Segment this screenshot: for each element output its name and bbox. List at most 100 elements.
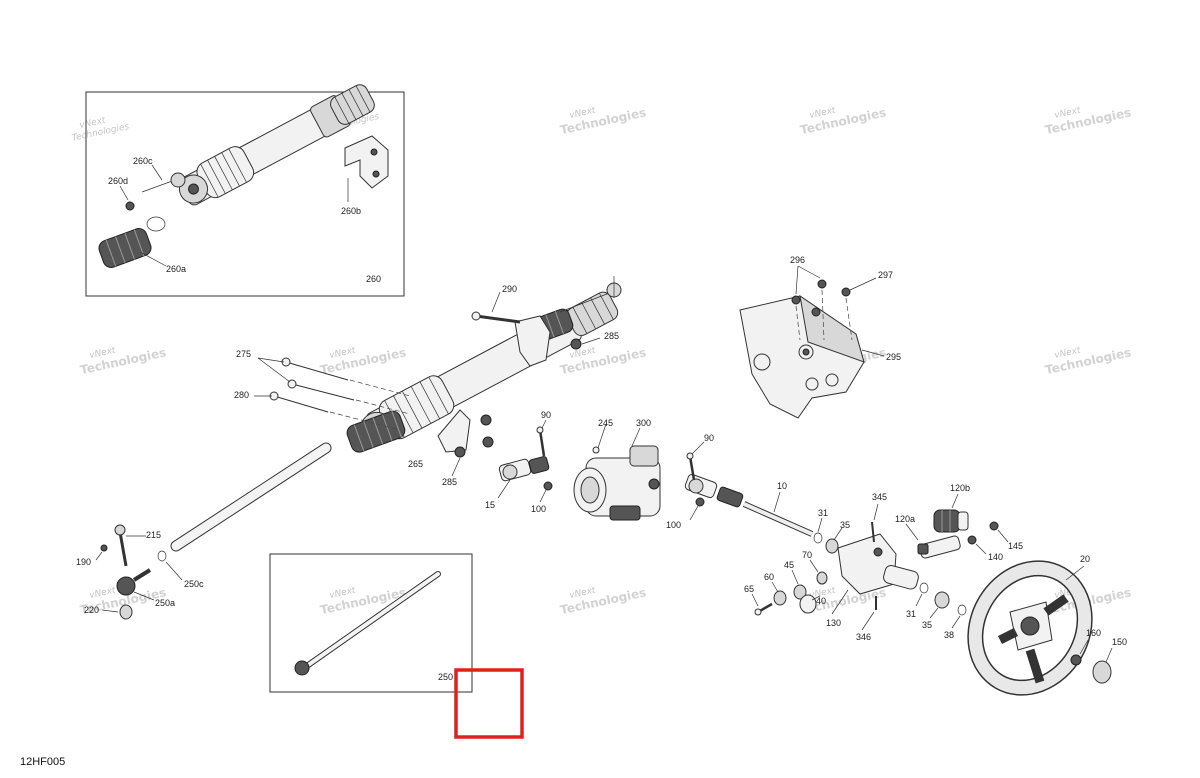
label-215: 215 [146, 530, 161, 540]
label-35b: 35 [922, 620, 932, 630]
label-265: 265 [408, 459, 423, 469]
watermark: vNext Technologies [319, 585, 408, 617]
label-346: 346 [856, 632, 871, 642]
label-15: 15 [485, 500, 495, 510]
watermark: vNext Technologies [71, 116, 130, 144]
rack-bracket-upper [514, 315, 551, 367]
part-60 [773, 590, 787, 606]
label-250c: 250c [184, 579, 204, 589]
tie-rod [559, 291, 613, 313]
tie-rod-long [170, 442, 332, 552]
part-40 [799, 594, 817, 614]
label-275: 275 [236, 349, 251, 359]
rack-boot-left [346, 410, 406, 453]
nut-296b [817, 279, 827, 289]
label-100a: 100 [531, 504, 546, 514]
cap-150 [1092, 660, 1112, 684]
part-45 [793, 584, 807, 600]
ball-joint-250a [116, 568, 155, 601]
label-31b: 31 [906, 609, 916, 619]
eps-motor-300 [573, 423, 661, 521]
nut-285b [454, 446, 466, 458]
pinion-gear [170, 172, 186, 188]
nut-160 [1070, 654, 1082, 666]
ring-31a [813, 532, 823, 544]
support-bracket-295 [739, 294, 885, 419]
ring-250c [157, 550, 167, 562]
label-20: 20 [1080, 554, 1090, 564]
nut [482, 436, 494, 448]
steering-wheel-20 [967, 560, 1093, 696]
bolt-275b [291, 383, 355, 401]
bracket-260b [344, 135, 389, 189]
inset-260: 260c 260d 260b 260a 260 [85, 84, 405, 297]
label-290: 290 [502, 284, 517, 294]
label-40: 40 [816, 596, 826, 606]
label-300: 300 [636, 418, 651, 428]
label-260b: 260b [341, 206, 361, 216]
rack-boot-right-detail [330, 84, 375, 125]
label-45: 45 [784, 560, 794, 570]
label-260a: 260a [166, 264, 186, 274]
label-60: 60 [764, 572, 774, 582]
label-190: 190 [76, 557, 91, 567]
label-70: 70 [802, 550, 812, 560]
pinion-shaft-260c [141, 179, 176, 193]
boot-260a [98, 228, 152, 268]
u-joint-15 [497, 456, 550, 499]
pin-190 [100, 544, 108, 552]
rack-boot-detail [196, 146, 255, 199]
bracket-hole [370, 148, 378, 156]
label-285a: 285 [604, 331, 619, 341]
nut [480, 414, 492, 426]
highlight-box [454, 668, 524, 739]
part-220 [119, 604, 133, 620]
label-90b: 90 [704, 433, 714, 443]
label-90a: 90 [541, 410, 551, 420]
nut-100a [543, 481, 553, 491]
ring-31b [919, 582, 929, 594]
bolts-275-280 [254, 357, 411, 431]
label-150: 150 [1112, 637, 1127, 647]
part-140 [967, 535, 977, 545]
seal-ring [146, 216, 166, 232]
inset-250: 250 [269, 553, 473, 693]
label-260: 260 [366, 274, 381, 284]
bolt-280 [273, 395, 329, 413]
part-145 [989, 521, 999, 531]
label-296: 296 [790, 255, 805, 265]
label-345: 345 [872, 492, 887, 502]
label-35a: 35 [840, 520, 850, 530]
nut-260d [125, 201, 135, 211]
label-245: 245 [598, 418, 613, 428]
nut-296a [791, 295, 801, 305]
ring-38 [957, 604, 967, 616]
label-140: 140 [988, 552, 1003, 562]
label-145: 145 [1008, 541, 1023, 551]
steering-rack [346, 276, 622, 453]
rack-assembly-detail [179, 84, 375, 206]
watermark: vNext Technologies [79, 345, 168, 377]
bushing-35a [825, 538, 839, 554]
watermark: vNext Technologies [799, 105, 888, 137]
nut-285a [570, 338, 582, 350]
bolt-290-head [471, 311, 481, 321]
label-38: 38 [944, 630, 954, 640]
label-220: 220 [84, 605, 99, 615]
label-250: 250 [438, 672, 453, 682]
part-70 [816, 571, 828, 585]
label-260c: 260c [133, 156, 153, 166]
label-100b: 100 [666, 520, 681, 530]
watermark: vNext Technologies [559, 585, 648, 617]
bracket-hole [372, 170, 380, 178]
label-160: 160 [1086, 628, 1101, 638]
label-280: 280 [234, 390, 249, 400]
nut [811, 307, 821, 317]
inset-frame [269, 553, 473, 693]
label-297: 297 [878, 270, 893, 280]
label-260d: 260d [108, 176, 128, 186]
bolt-275a [285, 361, 349, 381]
part-labels: 290 285 275 280 265 285 90 245 300 15 10… [76, 255, 1127, 647]
label-285b: 285 [442, 477, 457, 487]
